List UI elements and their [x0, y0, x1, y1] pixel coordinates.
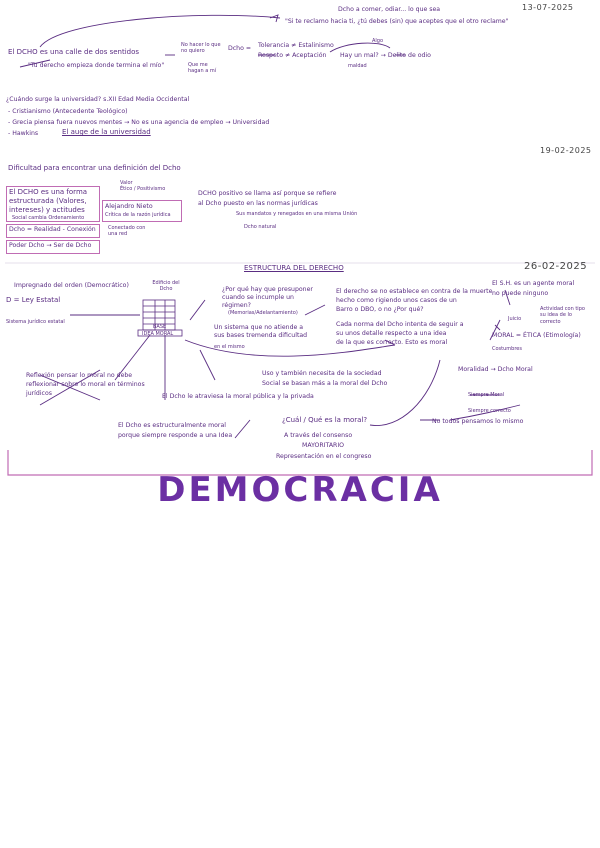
s3-box3 [6, 224, 100, 238]
s4-c3: Barro o DBO, o no ¿Por qué? [336, 306, 424, 313]
s3-box3-note: Conectado con una red [108, 225, 146, 238]
s1-algo: Algo [372, 38, 384, 44]
s2-question: ¿Cuándo surge la universidad? s.XII Edad… [6, 96, 190, 103]
s3-box4-text: Poder Dcho → Ser de Dcho [9, 242, 92, 249]
s4-edificio: Edificio del Dcho [152, 280, 180, 293]
s4-q1d: en el mismo [214, 344, 245, 350]
s4-bottom-left1: El Dcho es estructuralmente moral [118, 422, 226, 429]
s4-c6: de la que es correcto. Esto es moral [336, 339, 448, 346]
s1-tolerancia: Tolerancia ≠ Estalinismo [258, 42, 334, 49]
s4-base2: IDEA MORAL [142, 331, 174, 337]
s4-traves: A través del consenso [284, 432, 353, 439]
s4-uso: Uso y también necesita de la sociedad [262, 370, 382, 377]
s4-left-mid2: reflexionar sobre lo moral en términos [26, 381, 145, 388]
s3-box4 [6, 240, 100, 254]
s2-item3-b: El auge de la universidad [62, 128, 151, 136]
s4-c5: su unos detalle respecto a una idea [336, 330, 447, 337]
s4-q-moral: ¿Cuál / Qué es la moral? [282, 416, 368, 424]
s4-left-top: Impregnado del orden (Democrático) [14, 282, 129, 289]
s2-item3: - Hawkins [8, 130, 39, 137]
s3-box2-l2: Crítica de la razón jurídica [105, 212, 171, 218]
democracia-title: DEMOCRACIA [157, 470, 443, 510]
date-3: 26-02-2025 [524, 261, 588, 272]
s4-mayoritario: MAYORITARIO [302, 442, 345, 449]
s4-r10: No todos pensamos lo mismo [432, 418, 524, 425]
s3-box2-l1: Alejandro Nieto [105, 203, 153, 210]
s3-box1-note: Social cambia Ordenamiento [12, 215, 85, 221]
s3-box3-text: Dcho = Realidad - Conexión [9, 226, 96, 233]
s4-bottom-left2: porque siempre responde a una Idea [118, 432, 233, 439]
s3-box1 [6, 186, 100, 222]
s1-no-hacer: No hacer lo que no quiero [181, 42, 221, 55]
s1-respeto: Respeto ≠ Aceptación [258, 52, 327, 59]
s3-box2 [102, 200, 182, 222]
s4-sistema: Sistema jurídico estatal [6, 319, 65, 325]
s4-left-mid3: jurídicos [26, 390, 52, 397]
s4-d-ley: D = Ley Estatal [6, 296, 61, 304]
s1-top-dcho: Dcho a comer, odiar... lo que sea [338, 6, 441, 13]
s2-item2: - Grecia piensa fuera nuevos mentes → No… [8, 119, 270, 126]
date-1: 13-07-2025 [522, 3, 574, 12]
s3-right1: DCHO positivo se llama así porque se ref… [198, 190, 337, 197]
s4-c4: Cada norma del Dcho intenta de seguir a [336, 321, 464, 328]
s1-odio: Hay un mal? → Delito de odio [340, 52, 431, 59]
s4-r2: no puede ninguno [492, 290, 549, 297]
s4-r8: Siempre Moral [468, 392, 505, 398]
s4-title: ESTRUCTURA DEL DERECHO [244, 264, 344, 272]
s3-box1-l3: intereses) y actitudes [9, 206, 85, 214]
s4-base: BASE [153, 324, 167, 330]
s4-r6: Costumbres [492, 346, 522, 352]
s1-quote: "Si te reclamo hacia ti, ¿tú debes (sin)… [285, 18, 509, 25]
s4-q1b: (Memorias/Adelantamiento) [228, 310, 298, 316]
s4-r4: Juicio [508, 316, 522, 322]
s1-sub: "Tu derecho empieza donde termina el mío… [28, 62, 165, 69]
s1-dcho-equals: Dcho = [228, 45, 252, 52]
s3-right4: Dcho natural [244, 224, 277, 230]
s4-center-mid: El Dcho le atraviesa la moral pública y … [162, 393, 314, 400]
s4-r7: Moralidad → Dcho Moral [458, 366, 533, 373]
s4-q1: ¿Por qué hay que presuponer cuando se in… [222, 286, 313, 309]
s4-c2: hecho como rigiendo unos casos de un [336, 297, 457, 304]
s4-uso2: Social se basan más a la moral del Dcho [262, 380, 388, 387]
s1-maldad: maldad [348, 63, 367, 69]
date-2: 19-02-2025 [540, 146, 592, 155]
s1-que-me-hagan: Que me hagan a mí [188, 62, 217, 75]
s4-c1: El derecho se no establece en contra de … [336, 288, 493, 295]
s3-heading: Dificultad para encontrar una definición… [8, 164, 181, 172]
s4-r3: Actividad con tipo su idea de lo correct… [540, 306, 585, 325]
s4-r5: MORAL = ÉTICA (Etimología) [492, 332, 581, 339]
s3-right3: Sus mandatos y renegados en una misma Un… [236, 211, 358, 217]
s2-item1: - Cristianismo (Antecedente Teológico) [8, 108, 128, 115]
s4-left-mid1: Reflexión pensar lo moral no debe [26, 372, 133, 379]
s1-main: El DCHO es una calle de dos sentidos [8, 48, 140, 56]
s4-r9: Siempre correcto [468, 408, 511, 414]
s3-box1-l1: El DCHO es una forma [9, 188, 88, 196]
s3-box1-l2: estructurada (Valores, [9, 197, 87, 205]
s4-q1c: Un sistema que no atiende a sus bases tr… [214, 324, 308, 339]
s3-right2: al Dcho puesto en las normas jurídicas [198, 200, 318, 207]
s4-congreso: Representación en el congreso [276, 453, 372, 460]
s4-r1: El S.H. es un agente moral [492, 280, 575, 287]
s3-side2: Ético / Positivismo [120, 186, 166, 192]
s3-side1: Valor [120, 180, 133, 186]
